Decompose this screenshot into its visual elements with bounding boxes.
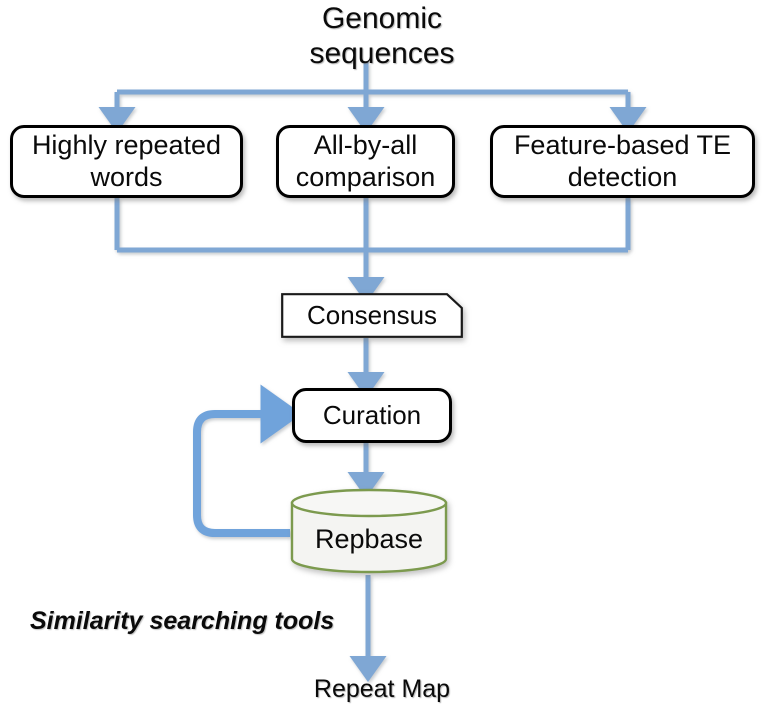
node-repeat-map-output: Repeat Map <box>313 675 451 703</box>
annotation-similarity-searching-tools: Similarity searching tools <box>30 607 335 635</box>
node-repbase-database: Repbase <box>290 488 448 574</box>
node-consensus-label: Consensus <box>306 300 438 330</box>
document-shape-icon <box>281 293 463 338</box>
node-feature-based-te-detection: Feature-based TE detection <box>490 125 755 198</box>
connector-repbase-feedback-to-curation <box>193 384 302 537</box>
node-repbase-label: Repbase <box>314 523 424 554</box>
node-consensus: Consensus <box>281 293 463 338</box>
database-cylinder-icon <box>290 488 448 574</box>
node-highly-repeated-words: Highly repeated words <box>10 125 243 198</box>
node-all-by-all-comparison: All-by-all comparison <box>276 125 455 198</box>
node-curation: Curation <box>292 388 452 443</box>
diagram-title: Genomic sequences <box>309 2 455 70</box>
